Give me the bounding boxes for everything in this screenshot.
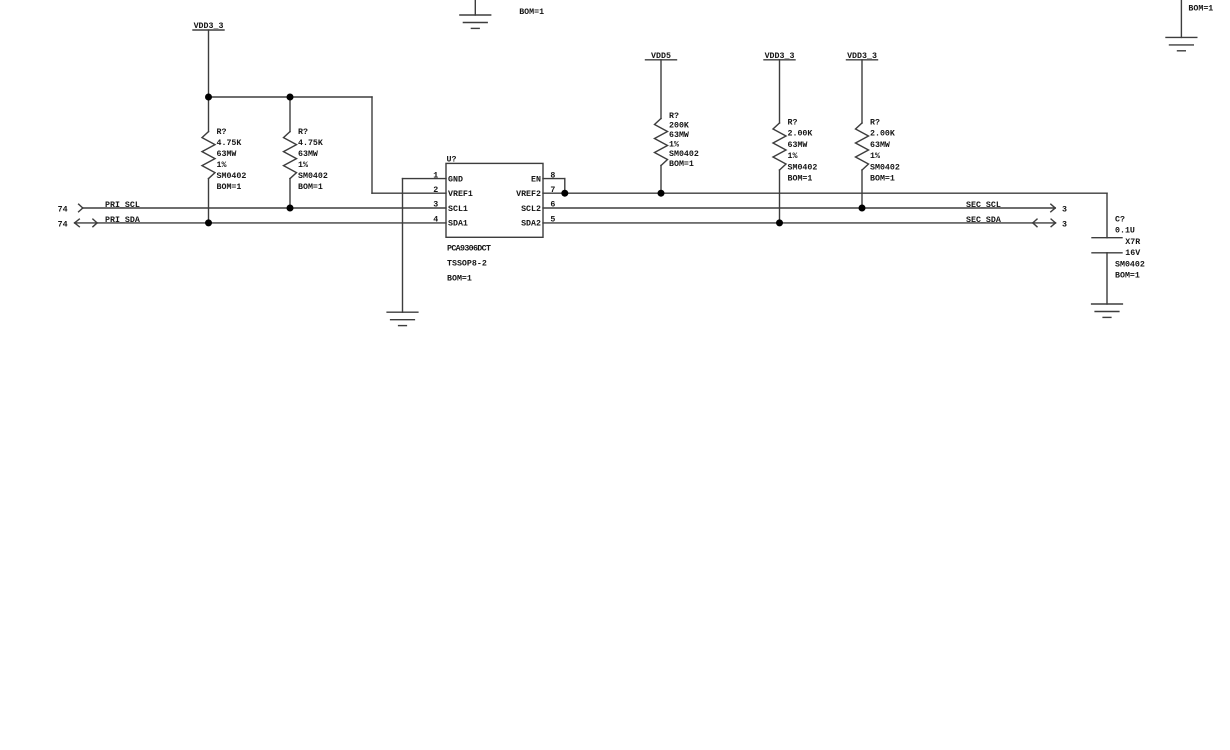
svg-text:BOM=1: BOM=1 (298, 183, 323, 192)
svg-text:BOM=1: BOM=1 (1188, 4, 1213, 13)
svg-text:4.75K: 4.75K (298, 139, 323, 148)
svg-text:PCA9306DCT: PCA9306DCT (447, 245, 491, 254)
svg-text:SM0402: SM0402 (217, 172, 247, 181)
svg-text:SEC_SCL: SEC_SCL (966, 201, 1001, 210)
svg-text:2.00K: 2.00K (788, 130, 813, 139)
svg-text:R?: R? (298, 128, 308, 137)
svg-text:74: 74 (58, 205, 68, 214)
svg-text:63MW: 63MW (217, 150, 237, 159)
svg-text:PRI_SCL: PRI_SCL (105, 201, 140, 210)
svg-text:SCL1: SCL1 (448, 205, 468, 214)
svg-text:74: 74 (58, 220, 68, 229)
svg-text:1%: 1% (870, 152, 880, 161)
svg-text:7: 7 (550, 186, 555, 195)
svg-text:PRI_SDA: PRI_SDA (105, 216, 140, 225)
svg-text:R?: R? (870, 119, 880, 128)
svg-text:1%: 1% (669, 141, 679, 150)
svg-text:8: 8 (550, 171, 555, 180)
svg-text:3: 3 (1062, 220, 1067, 229)
svg-text:R?: R? (788, 119, 798, 128)
svg-text:VDD3_3: VDD3_3 (194, 22, 224, 31)
svg-text:1%: 1% (298, 161, 308, 170)
svg-text:TSSOP8-2: TSSOP8-2 (447, 260, 487, 269)
svg-text:BOM=1: BOM=1 (447, 275, 472, 284)
svg-text:BOM=1: BOM=1 (870, 175, 895, 184)
svg-text:BOM=1: BOM=1 (519, 8, 544, 17)
svg-text:VDD5: VDD5 (651, 52, 671, 61)
svg-text:BOM=1: BOM=1 (669, 160, 694, 169)
svg-text:SDA2: SDA2 (521, 220, 541, 229)
svg-text:BOM=1: BOM=1 (217, 183, 242, 192)
svg-text:SM0402: SM0402 (669, 150, 699, 159)
svg-text:63MW: 63MW (298, 150, 318, 159)
svg-text:SEC_SDA: SEC_SDA (966, 216, 1001, 225)
svg-text:BOM=1: BOM=1 (788, 175, 813, 184)
svg-text:U?: U? (447, 155, 457, 164)
svg-text:6: 6 (550, 201, 555, 210)
svg-text:63MW: 63MW (788, 141, 808, 150)
svg-text:1%: 1% (788, 152, 798, 161)
svg-text:SM0402: SM0402 (298, 172, 328, 181)
svg-text:3: 3 (1062, 205, 1067, 214)
svg-text:5: 5 (550, 215, 555, 224)
svg-text:4.75K: 4.75K (217, 139, 242, 148)
svg-text:EN: EN (531, 175, 541, 184)
svg-text:BOM=1: BOM=1 (1115, 272, 1140, 281)
svg-text:2: 2 (433, 186, 438, 195)
svg-text:63MW: 63MW (870, 141, 890, 150)
svg-text:0.1U: 0.1U (1115, 227, 1135, 236)
svg-text:R?: R? (217, 128, 227, 137)
svg-text:1: 1 (433, 171, 438, 180)
svg-text:1%: 1% (217, 161, 227, 170)
svg-text:3: 3 (433, 201, 438, 210)
svg-text:GND: GND (448, 175, 463, 184)
svg-text:SM0402: SM0402 (870, 163, 900, 172)
svg-text:200K: 200K (669, 121, 689, 130)
svg-text:VDD3_3: VDD3_3 (847, 52, 877, 61)
svg-text:VREF1: VREF1 (448, 190, 473, 199)
svg-text:4: 4 (433, 215, 438, 224)
svg-text:16V: 16V (1125, 249, 1140, 258)
svg-text:VDD3_3: VDD3_3 (765, 52, 795, 61)
svg-text:R?: R? (669, 112, 679, 121)
svg-text:X7R: X7R (1125, 238, 1140, 247)
svg-text:SCL2: SCL2 (521, 205, 541, 214)
svg-text:SM0402: SM0402 (788, 163, 818, 172)
svg-text:2.00K: 2.00K (870, 130, 895, 139)
svg-text:63MW: 63MW (669, 131, 689, 140)
svg-text:VREF2: VREF2 (516, 190, 541, 199)
svg-text:SDA1: SDA1 (448, 220, 468, 229)
svg-text:C?: C? (1115, 216, 1125, 225)
svg-text:SM0402: SM0402 (1115, 260, 1145, 269)
